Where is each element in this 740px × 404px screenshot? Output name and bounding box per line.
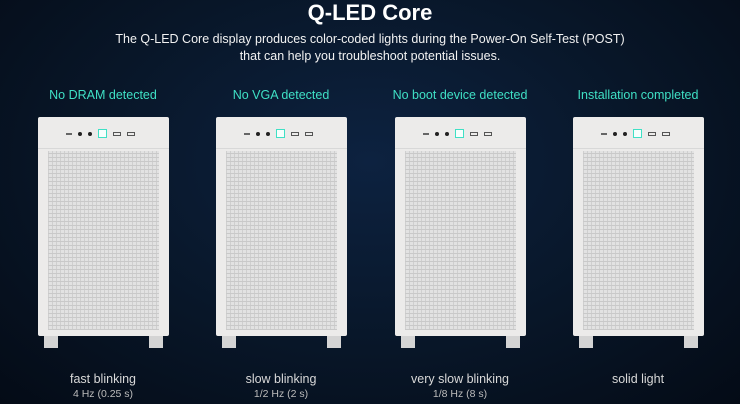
blink-mode: slow blinking (245, 372, 317, 386)
blink-frequency: 4 Hz (0.25 s) (72, 388, 134, 400)
q-led-icon (454, 129, 464, 138)
blink-mode: very slow blinking (411, 372, 509, 386)
status-label: No DRAM detected (49, 88, 157, 102)
pc-case-image (572, 117, 704, 336)
q-led-icon (97, 129, 107, 138)
page-description: The Q-LED Core display produces color-co… (115, 32, 625, 63)
front-io-panel (65, 129, 135, 138)
status-label: No VGA detected (232, 88, 330, 102)
state-card: No DRAM detected fast blinking 4 Hz (0.2… (28, 86, 178, 401)
status-label: Installation completed (577, 88, 699, 102)
q-led-icon (275, 129, 285, 138)
page-title: Q-LED Core (307, 0, 433, 25)
state-card: No VGA detected slow blinking 1/2 Hz (2 … (206, 86, 356, 401)
pc-case-image (215, 117, 347, 336)
q-led-icon (632, 129, 642, 138)
blink-mode: solid light (611, 372, 665, 386)
front-io-panel (422, 129, 492, 138)
blink-frequency: 1/2 Hz (2 s) (253, 388, 309, 400)
pc-case-image (394, 117, 526, 336)
blink-mode: fast blinking (69, 372, 136, 386)
state-card: No boot device detected very slow blinki… (385, 86, 535, 401)
state-card: Installation completed solid light (563, 86, 713, 387)
status-label: No boot device detected (392, 88, 528, 102)
front-io-panel (600, 129, 670, 138)
front-io-panel (243, 129, 313, 138)
blink-frequency: 1/8 Hz (8 s) (432, 388, 488, 400)
pc-case-image (37, 117, 169, 336)
